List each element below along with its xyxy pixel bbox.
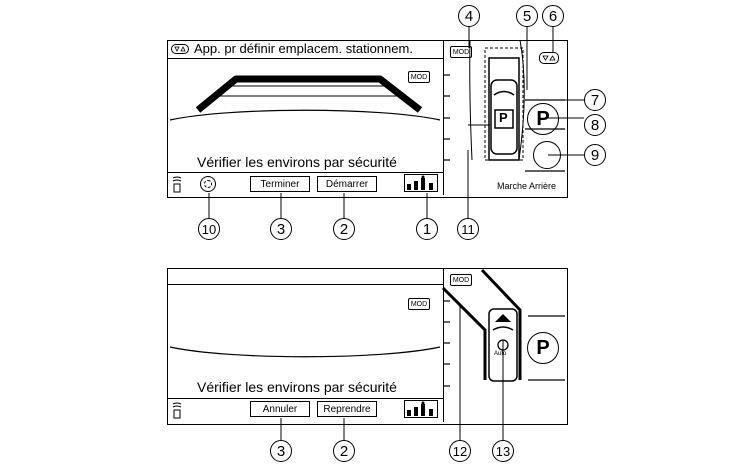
side-mod-button[interactable]: MOD [450, 46, 472, 58]
header-title: App. pr définir emplacem. stationnem. [194, 41, 413, 56]
annuler-button[interactable]: Annuler [250, 401, 310, 417]
bottom-edge-ticks [443, 300, 450, 387]
callout-4: 4 [458, 5, 480, 27]
callout-11: 11 [457, 218, 479, 240]
callout-8: 8 [584, 114, 606, 136]
parking-sensor-icon[interactable] [404, 174, 438, 192]
parking-spot-p-icon[interactable]: P [527, 103, 559, 135]
top-parking-slot-lines [525, 99, 565, 172]
callout-10: 10 [198, 218, 220, 240]
switch-view-icon[interactable] [171, 44, 189, 54]
demarrer-button[interactable]: Démarrer [317, 176, 377, 192]
car-p-marker: P [499, 110, 508, 125]
reprendre-button[interactable]: Reprendre [317, 401, 377, 417]
callout-3: 3 [270, 218, 292, 240]
top-leader-lines [208, 26, 584, 218]
car-auto-label: Auto [494, 351, 507, 357]
switch-view-icon-right[interactable] [539, 52, 559, 64]
bottom-camera-mod-button[interactable]: MOD [408, 298, 430, 310]
warning-text: Vérifier les environs par sécurité [197, 154, 397, 170]
callout-13: 13 [492, 440, 514, 462]
bottom-header-line [168, 284, 443, 285]
bottom-parking-slot-lines [528, 315, 565, 381]
top-edge-ticks [443, 74, 450, 161]
sonar-icon[interactable] [200, 176, 216, 192]
bottom-warning-text: Vérifier les environs par sécurité [197, 379, 397, 395]
callout-1: 1 [416, 218, 438, 240]
bottom-trajectory-lines [441, 268, 522, 380]
callout-bottom-3: 3 [270, 440, 292, 462]
bottom-bottom-bar [168, 398, 443, 399]
top-bottom-bar [168, 172, 443, 173]
top-header-bar [168, 41, 443, 59]
terminer-button[interactable]: Terminer [250, 176, 310, 192]
bottom-parking-sensor-icon[interactable] [404, 400, 438, 418]
camera-icon[interactable] [171, 176, 183, 193]
top-guide-lines [169, 75, 441, 121]
bottom-camera-icon[interactable] [171, 402, 183, 419]
callout-12: 12 [449, 440, 471, 462]
status-text: Marche Arrière [497, 181, 557, 191]
top-trajectory-right [518, 39, 525, 161]
callout-9: 9 [584, 144, 606, 166]
bottom-side-panel [443, 269, 566, 422]
top-car-icon [468, 47, 524, 161]
bottom-parking-spot-p-icon[interactable]: P [527, 332, 559, 364]
callout-6: 6 [542, 5, 564, 27]
bottom-side-mod-button[interactable]: MOD [450, 274, 472, 286]
callout-bottom-2: 2 [333, 440, 355, 462]
top-trajectory-left [469, 39, 473, 161]
camera-mod-button[interactable]: MOD [408, 71, 430, 83]
bottom-guide-arc [169, 346, 441, 358]
bottom-leader-lines [280, 305, 504, 440]
callout-2: 2 [333, 218, 355, 240]
callout-5: 5 [516, 5, 538, 27]
callout-7: 7 [584, 89, 606, 111]
